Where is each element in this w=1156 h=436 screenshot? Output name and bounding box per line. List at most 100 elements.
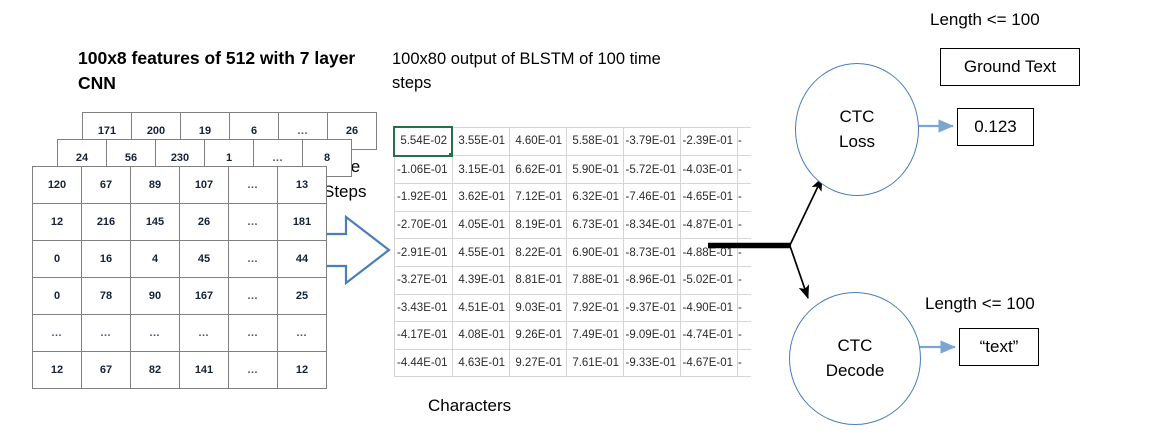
matrix-cell[interactable]: -3.27E-01 xyxy=(393,265,453,295)
matrix-cell[interactable]: 9.26E-01 xyxy=(509,321,567,350)
matrix-cell[interactable]: -9.09E-01 xyxy=(623,321,681,350)
matrix-cell[interactable]: 8.19E-01 xyxy=(509,210,567,240)
cnn-cell: 45 xyxy=(179,240,229,278)
matrix-cell[interactable]: 3.15E-01 xyxy=(451,155,510,185)
matrix-cell[interactable]: - xyxy=(737,293,751,323)
matrix-cell[interactable]: 9.03E-01 xyxy=(509,293,567,323)
ctc-loss-node[interactable]: CTC Loss xyxy=(795,63,919,196)
cnn-cell: 78 xyxy=(81,277,131,315)
ctc-decode-line-2: Decode xyxy=(825,360,885,380)
matrix-cell[interactable]: 6.73E-01 xyxy=(566,210,624,240)
matrix-cell[interactable]: - xyxy=(737,348,751,378)
matrix-cell[interactable]: -4.90E-01 xyxy=(680,293,738,323)
matrix-cell[interactable]: - xyxy=(737,126,751,157)
matrix-cell[interactable]: - xyxy=(737,183,751,212)
cnn-cell: 26 xyxy=(179,203,229,241)
matrix-cell[interactable]: 7.49E-01 xyxy=(566,321,624,350)
cnn-cell: … xyxy=(228,314,278,352)
matrix-cell[interactable]: 4.63E-01 xyxy=(451,348,510,378)
matrix-cell[interactable]: 3.62E-01 xyxy=(451,183,510,212)
matrix-cell[interactable]: -1.06E-01 xyxy=(393,155,453,185)
matrix-cell[interactable]: 6.32E-01 xyxy=(566,183,624,212)
matrix-cell[interactable]: -4.88E-01 xyxy=(680,238,738,267)
cnn-cell: 44 xyxy=(277,240,327,278)
matrix-cell[interactable]: 4.55E-01 xyxy=(451,238,510,267)
branch-arrow-to-ctc-decode xyxy=(789,245,810,299)
matrix-cell[interactable]: - xyxy=(737,210,751,240)
cnn-cell: 145 xyxy=(130,203,180,241)
matrix-cell[interactable]: 6.90E-01 xyxy=(566,238,624,267)
matrix-cell[interactable]: 7.12E-01 xyxy=(509,183,567,212)
matrix-cell[interactable]: -8.96E-01 xyxy=(623,265,681,295)
matrix-cell[interactable]: -8.34E-01 xyxy=(623,210,681,240)
cnn-cell: 4 xyxy=(130,240,180,278)
cnn-cell: … xyxy=(130,314,180,352)
matrix-cell[interactable]: 4.39E-01 xyxy=(451,265,510,295)
matrix-cell[interactable]: - xyxy=(737,155,751,185)
cnn-cell: 25 xyxy=(277,277,327,315)
ctc-decode-line-1: CTC xyxy=(837,336,873,356)
matrix-cell[interactable]: -4.67E-01 xyxy=(680,348,738,378)
matrix-cell[interactable]: 7.92E-01 xyxy=(566,293,624,323)
matrix-cell[interactable]: 8.81E-01 xyxy=(509,265,567,295)
matrix-cell[interactable]: 8.22E-01 xyxy=(509,238,567,267)
cnn-cell: … xyxy=(81,314,131,352)
cnn-cell: … xyxy=(228,277,278,315)
matrix-cell[interactable]: 4.05E-01 xyxy=(451,210,510,240)
matrix-cell[interactable]: - xyxy=(737,265,751,295)
matrix-cell[interactable]: - xyxy=(737,238,751,267)
matrix-cell[interactable]: 4.60E-01 xyxy=(509,126,567,157)
cnn-cell: … xyxy=(228,240,278,278)
matrix-cell[interactable]: -4.17E-01 xyxy=(393,321,453,350)
matrix-cell[interactable]: -3.79E-01 xyxy=(623,126,681,157)
matrix-cell[interactable]: 5.58E-01 xyxy=(566,126,624,157)
matrix-cell[interactable]: 7.61E-01 xyxy=(566,348,624,378)
matrix-cell[interactable]: 9.27E-01 xyxy=(509,348,567,378)
ground-text-length-note: Length <= 100 xyxy=(930,10,1040,29)
matrix-cell[interactable]: -7.46E-01 xyxy=(623,183,681,212)
matrix-cell[interactable]: 5.90E-01 xyxy=(566,155,624,185)
decoded-text-box[interactable]: “text” xyxy=(959,328,1039,366)
matrix-cell[interactable]: - xyxy=(737,321,751,350)
matrix-cell[interactable]: -9.33E-01 xyxy=(623,348,681,378)
matrix-cell[interactable]: 3.55E-01 xyxy=(451,126,510,157)
cnn-cell: … xyxy=(179,314,229,352)
matrix-cell[interactable]: -8.73E-01 xyxy=(623,238,681,267)
cnn-cell: … xyxy=(228,166,278,204)
matrix-cell[interactable]: -4.03E-01 xyxy=(680,155,738,185)
matrix-cell[interactable]: -2.70E-01 xyxy=(393,210,453,240)
matrix-cell[interactable]: 6.62E-01 xyxy=(509,155,567,185)
matrix-cell[interactable]: -4.87E-01 xyxy=(680,210,738,240)
matrix-cell[interactable]: -4.65E-01 xyxy=(680,183,738,212)
table-row: ……………… xyxy=(32,314,327,352)
ground-text-box[interactable]: Ground Text xyxy=(940,48,1080,86)
matrix-cell[interactable]: -3.43E-01 xyxy=(393,293,453,323)
matrix-cell[interactable]: -9.37E-01 xyxy=(623,293,681,323)
fill-handle[interactable] xyxy=(449,152,450,154)
loss-value-box[interactable]: 0.123 xyxy=(957,108,1034,146)
matrix-cell[interactable]: -5.02E-01 xyxy=(680,265,738,295)
matrix-cell[interactable]: -2.91E-01 xyxy=(393,238,453,267)
matrix-cell[interactable]: 7.88E-01 xyxy=(566,265,624,295)
matrix-cell[interactable]: -2.39E-01 xyxy=(680,126,738,157)
blstm-title: 100x80 output of BLSTM of 100 time steps xyxy=(392,50,661,92)
matrix-cell[interactable]: 4.08E-01 xyxy=(451,321,510,350)
cnn-cell: 0 xyxy=(32,277,82,315)
matrix-cell[interactable]: -4.74E-01 xyxy=(680,321,738,350)
ctc-decode-node[interactable]: CTC Decode xyxy=(789,292,921,425)
matrix-cell[interactable]: -4.44E-01 xyxy=(393,348,453,378)
matrix-cell-selected[interactable]: 5.54E-02 xyxy=(393,126,453,157)
matrix-cell[interactable]: 4.51E-01 xyxy=(451,293,510,323)
matrix-cell[interactable]: -1.92E-01 xyxy=(393,183,453,212)
matrix-cell[interactable]: -5.72E-01 xyxy=(623,155,681,185)
